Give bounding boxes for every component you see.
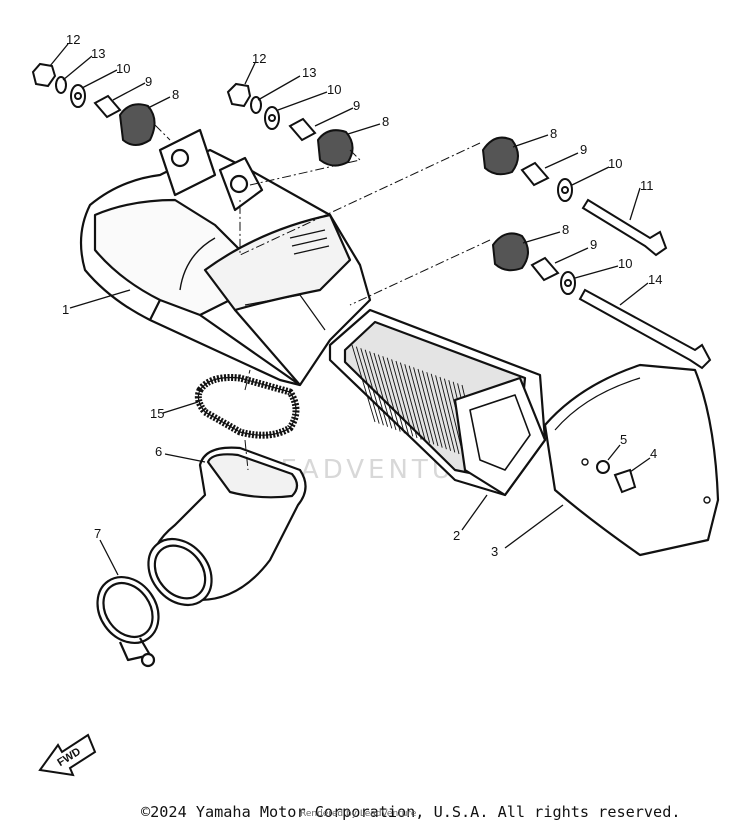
callout-10-right-upper: 10: [608, 156, 622, 171]
callout-labels: 12 13 10 9 8 12 13 10 9 8 8 9 10 11 8 9 …: [62, 32, 662, 559]
part-2-filter-element: [328, 308, 547, 497]
callout-8-right-lower: 8: [562, 222, 569, 237]
leader-lines: [49, 43, 651, 576]
part-9-collar-right-upper: [520, 161, 550, 187]
callout-13-left: 13: [91, 46, 105, 61]
part-13-lockwasher-left: [55, 76, 67, 94]
part-12-nut-mid: [226, 82, 252, 108]
part-8-damper-mid: [316, 129, 354, 167]
part-4-screw: [613, 468, 637, 494]
callout-10-left: 10: [116, 61, 130, 76]
callout-14: 14: [648, 272, 662, 287]
callout-8-right-upper: 8: [550, 126, 557, 141]
part-13-lockwasher-mid: [250, 96, 262, 114]
part-5-washer: [596, 460, 610, 474]
callout-8-mid: 8: [382, 114, 389, 129]
assembly-lines: [154, 124, 491, 471]
part-9-collar-mid: [288, 117, 317, 142]
callout-11: 11: [640, 178, 654, 193]
part-8-damper-left: [118, 103, 156, 146]
callout-10-mid: 10: [327, 82, 341, 97]
copyright-notice: ©2024 Yamaha Motor Corporation, U.S.A. A…: [141, 803, 681, 821]
part-9-collar-right-lower: [530, 256, 560, 282]
fwd-arrow-icon: FWD: [38, 733, 97, 777]
part-11-bolt: [581, 198, 668, 257]
part-14-bolt: [578, 288, 712, 370]
callout-4: 4: [650, 446, 657, 461]
callout-1: 1: [62, 302, 69, 317]
callout-12-mid: 12: [252, 51, 266, 66]
part-7-hose-clamp: [96, 576, 160, 668]
callout-10-right-lower: 10: [618, 256, 632, 271]
callout-6: 6: [155, 444, 162, 459]
callout-3: 3: [491, 544, 498, 559]
part-9-collar-left: [93, 94, 122, 119]
callout-9-mid: 9: [353, 98, 360, 113]
callout-2: 2: [453, 528, 460, 543]
part-8-damper-right-lower: [491, 232, 529, 272]
part-6-intake-joint: [147, 446, 307, 607]
callout-13-mid: 13: [302, 65, 316, 80]
callout-9-right-lower: 9: [590, 237, 597, 252]
part-12-nut-left: [31, 62, 57, 88]
callout-12-left: 12: [66, 32, 80, 47]
callout-9-right-upper: 9: [580, 142, 587, 157]
part-15-gasket: [194, 374, 300, 439]
callout-15: 15: [150, 406, 164, 421]
part-1-air-box-housing: [79, 128, 372, 387]
mounting-hardware: [31, 62, 712, 494]
callout-7: 7: [94, 526, 101, 541]
part-8-damper-right-upper: [481, 136, 519, 176]
part-3-air-box-cover: [543, 363, 720, 557]
callout-8-left: 8: [172, 87, 179, 102]
callout-9-left: 9: [145, 74, 152, 89]
callout-5: 5: [620, 432, 627, 447]
rendered-by-text: Rendered by LeadVenture: [300, 809, 417, 819]
